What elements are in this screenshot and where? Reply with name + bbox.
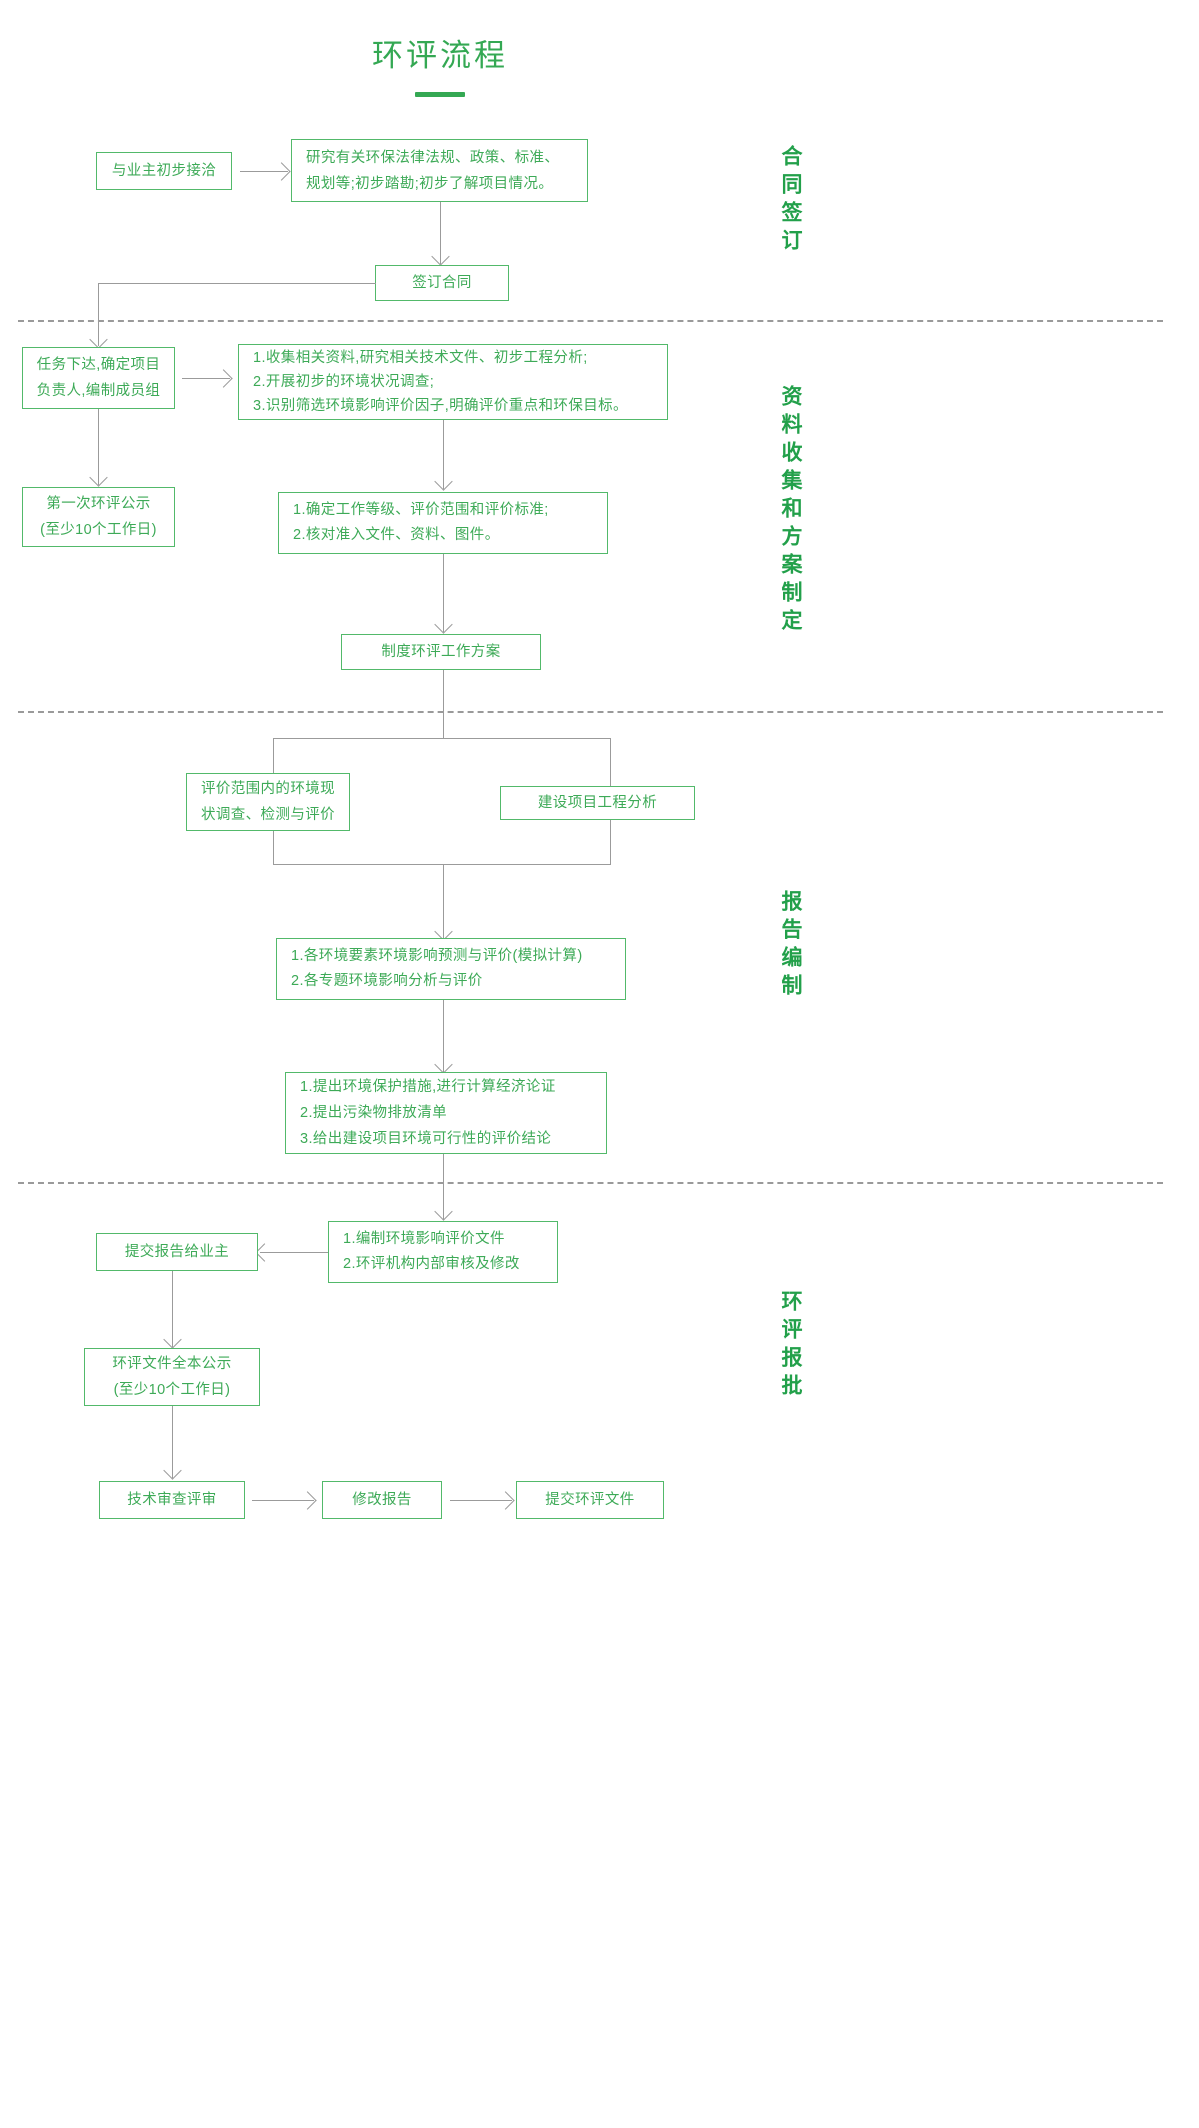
connector-publicity-to-review: [172, 1406, 173, 1478]
arrowhead-research-to-sign: [431, 247, 450, 266]
node-work-plan[interactable]: 制度环评工作方案: [341, 634, 541, 670]
connector-worklevel-to-plan: [443, 554, 444, 632]
connector-revise-to-submit-eia: [450, 1500, 512, 1501]
arrowhead-publicity-to-review: [163, 1461, 182, 1480]
arrowhead-task-to-publicity: [89, 468, 108, 487]
arrowhead-review-to-revise: [298, 1491, 317, 1510]
connector-left-down-to-task: [98, 283, 99, 346]
connector-bracket-top: [273, 738, 611, 739]
node-project-analysis[interactable]: 建设项目工程分析: [500, 786, 695, 820]
node-compile-document[interactable]: 1.编制环境影响评价文件 2.环评机构内部审核及修改: [328, 1221, 558, 1283]
section-label-data: 资料收集和方案制定: [779, 385, 802, 637]
connector-submit-to-publicity: [172, 1271, 173, 1347]
connector-bracket-bottom: [273, 864, 611, 865]
section-label-approval: 环评报批: [779, 1290, 802, 1402]
node-full-publicity[interactable]: 环评文件全本公示 (至少10个工作日): [84, 1348, 260, 1406]
title-underline-rule: [415, 92, 465, 97]
arrowhead-predict-to-measures: [434, 1055, 453, 1074]
arrowhead-submit-to-publicity: [163, 1330, 182, 1349]
divider-data-report: [18, 711, 1163, 713]
arrowhead-revise-to-submit-eia: [496, 1491, 515, 1510]
arrowhead-compile-to-submit: [255, 1243, 274, 1262]
connector-compile-to-submit: [260, 1252, 328, 1253]
arrowhead-worklevel-to-plan: [434, 615, 453, 634]
node-technical-review[interactable]: 技术审查评审: [99, 1481, 245, 1519]
node-env-survey[interactable]: 评价范围内的环境现 状调查、检测与评价: [186, 773, 350, 831]
arrowhead-left-down-to-task: [89, 330, 108, 349]
section-label-contract: 合同签订: [779, 145, 802, 257]
divider-report-approval: [18, 1182, 1163, 1184]
connector-collect-to-worklevel: [443, 420, 444, 489]
arrowhead-task-to-collect: [214, 369, 233, 388]
connector-task-to-publicity: [98, 409, 99, 485]
node-protection-measures[interactable]: 1.提出环境保护措施,进行计算经济论证 2.提出污染物排放清单 3.给出建设项目…: [285, 1072, 607, 1154]
connector-contact-to-research: [240, 171, 288, 172]
node-work-level[interactable]: 1.确定工作等级、评价范围和评价标准; 2.核对准入文件、资料、图件。: [278, 492, 608, 554]
arrowhead-measures-to-compile: [434, 1202, 453, 1221]
node-impact-prediction[interactable]: 1.各环境要素环境影响预测与评价(模拟计算) 2.各专题环境影响分析与评价: [276, 938, 626, 1000]
connector-research-to-sign: [440, 202, 441, 264]
node-first-publicity[interactable]: 第一次环评公示 (至少10个工作日): [22, 487, 175, 547]
section-label-report: 报告编制: [779, 890, 802, 1002]
node-submit-eia-document[interactable]: 提交环评文件: [516, 1481, 664, 1519]
connector-measures-to-compile: [443, 1154, 444, 1220]
arrowhead-collect-to-worklevel: [434, 472, 453, 491]
connector-sign-to-left: [98, 283, 376, 284]
node-collect-materials[interactable]: 1.收集相关资料,研究相关技术文件、初步工程分析; 2.开展初步的环境状况调查;…: [238, 344, 668, 420]
node-initial-contact[interactable]: 与业主初步接洽: [96, 152, 232, 190]
divider-contract-data: [18, 320, 1163, 322]
node-sign-contract[interactable]: 签订合同: [375, 265, 509, 301]
node-revise-report[interactable]: 修改报告: [322, 1481, 442, 1519]
connector-task-to-collect: [182, 378, 230, 379]
arrowhead-contact-to-research: [272, 162, 291, 181]
connector-plan-to-bracket: [443, 670, 444, 738]
page-title: 环评流程: [372, 38, 508, 73]
connector-predict-to-measures: [443, 1000, 444, 1072]
node-research-regulations[interactable]: 研究有关环保法律法规、政策、标准、 规划等;初步踏勘;初步了解项目情况。: [291, 139, 588, 202]
connector-bracket-to-predict: [443, 864, 444, 939]
connector-review-to-revise: [252, 1500, 314, 1501]
node-submit-to-owner[interactable]: 提交报告给业主: [96, 1233, 258, 1271]
node-task-assignment[interactable]: 任务下达,确定项目 负责人,编制成员组: [22, 347, 175, 409]
